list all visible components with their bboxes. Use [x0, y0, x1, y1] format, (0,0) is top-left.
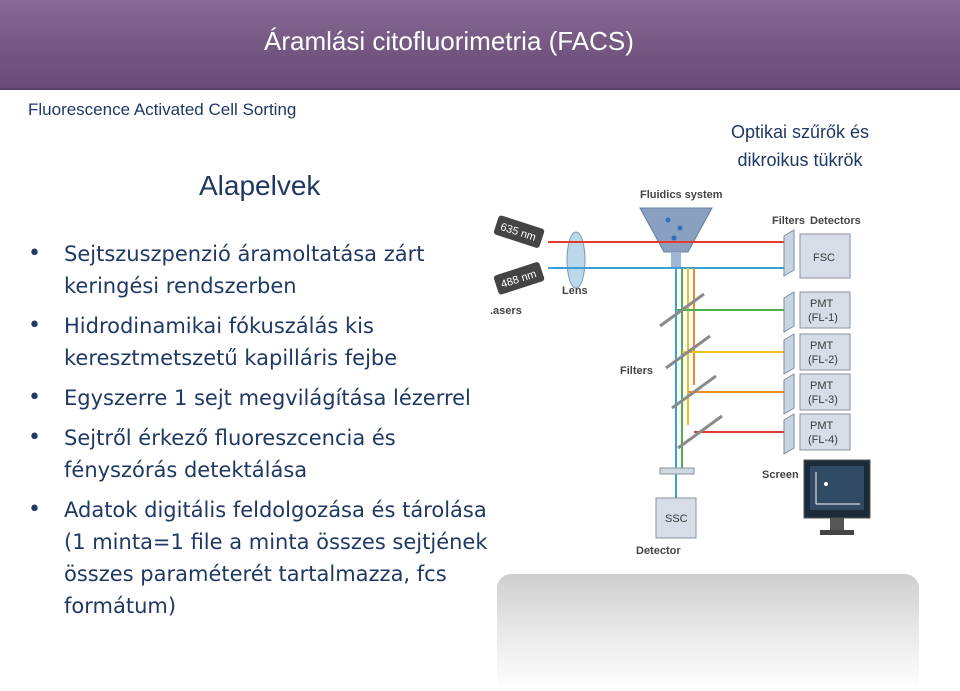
filter-plate: [783, 413, 795, 455]
filter-plate: [783, 373, 795, 415]
lasers-label: .asers: [490, 305, 522, 317]
detector-label: Detector: [636, 545, 681, 557]
bullet-item: Sejtszuszpenzió áramoltatása zárt kering…: [28, 238, 498, 302]
screen-display: [810, 466, 864, 510]
detectors-header: Detectors: [810, 215, 861, 227]
nozzle-tip: [671, 252, 681, 268]
pmt-fl4-detector: [799, 413, 851, 451]
screen-base: [820, 530, 854, 535]
slide-title: Áramlási citofluorimetria (FACS): [264, 26, 634, 56]
pmt-label: PMT: [810, 380, 834, 392]
pmt-channel: (FL-3): [808, 394, 838, 406]
bullet-list: Sejtszuszpenzió áramoltatása zárt kering…: [28, 238, 498, 630]
pmt-fl3-detector: [799, 373, 851, 411]
filter-plate: [783, 229, 795, 277]
bullet-item: Egyszerre 1 sejt megvilágítása lézerrel: [28, 382, 498, 414]
cell-dot: [677, 225, 683, 231]
lens-shape: [566, 231, 586, 289]
laser-635-body: [493, 215, 545, 248]
pmt-label: PMT: [810, 298, 834, 310]
ssc-filter: [659, 467, 695, 475]
fsc-detector: [799, 233, 851, 279]
pmt-fl1-detector: [799, 291, 851, 329]
cell-dot: [671, 235, 677, 241]
dichroic-mirror: [671, 374, 717, 410]
filter-plate: [783, 333, 795, 375]
screen-stand: [830, 518, 844, 530]
subtitle: Fluorescence Activated Cell Sorting: [28, 100, 297, 119]
fluidics-nozzle: [639, 207, 713, 253]
ssc-detector: [655, 497, 697, 539]
section-heading: Alapelvek: [199, 170, 321, 201]
fluidics-label: Fluidics system: [640, 189, 723, 201]
laser-488-body: [493, 262, 545, 295]
facs-diagram: Fluidics system 635 nm 488 nm .asers Len…: [490, 180, 930, 580]
caption-line: Optikai szűrők és: [730, 122, 870, 142]
screen-label: Screen: [762, 469, 799, 481]
title-bar: Áramlási citofluorimetria (FACS): [0, 0, 960, 90]
pmt-label: PMT: [810, 340, 834, 352]
pmt-fl2-detector: [799, 333, 851, 371]
laser-488: 488 nm: [493, 262, 545, 295]
cell-dot: [665, 217, 671, 223]
filter-plate: [783, 291, 795, 333]
laser-635: 635 nm: [493, 215, 545, 248]
filters-header: Filters: [772, 215, 805, 227]
bullet-item: Adatok digitális feldolgozása és tárolás…: [28, 494, 498, 622]
pmt-channel: (FL-1): [808, 312, 838, 324]
diagram-reflection: [497, 574, 919, 691]
pmt-label: PMT: [810, 420, 834, 432]
screen-dot: [824, 482, 828, 486]
facs-diagram-svg: Fluidics system 635 nm 488 nm .asers Len…: [490, 189, 871, 557]
pmt-channel: (FL-4): [808, 434, 838, 446]
dichroic-mirror: [659, 292, 705, 328]
dichroic-mirror: [677, 414, 723, 450]
filters-side-label: Filters: [620, 365, 653, 377]
caption-line: dikroikus tükrök: [737, 150, 863, 170]
lens-label: Lens: [562, 285, 588, 297]
dichroic-mirror: [665, 334, 711, 370]
diagram-caption: Optikai szűrők és dikroikus tükrök: [700, 118, 900, 174]
ssc-label: SSC: [665, 513, 688, 525]
pmt-channel: (FL-2): [808, 354, 838, 366]
fsc-label: FSC: [813, 252, 835, 264]
bullet-item: Hidrodinamikai fókuszálás kis keresztmet…: [28, 310, 498, 374]
bullet-item: Sejtről érkező fluoreszcencia és fényszó…: [28, 422, 498, 486]
